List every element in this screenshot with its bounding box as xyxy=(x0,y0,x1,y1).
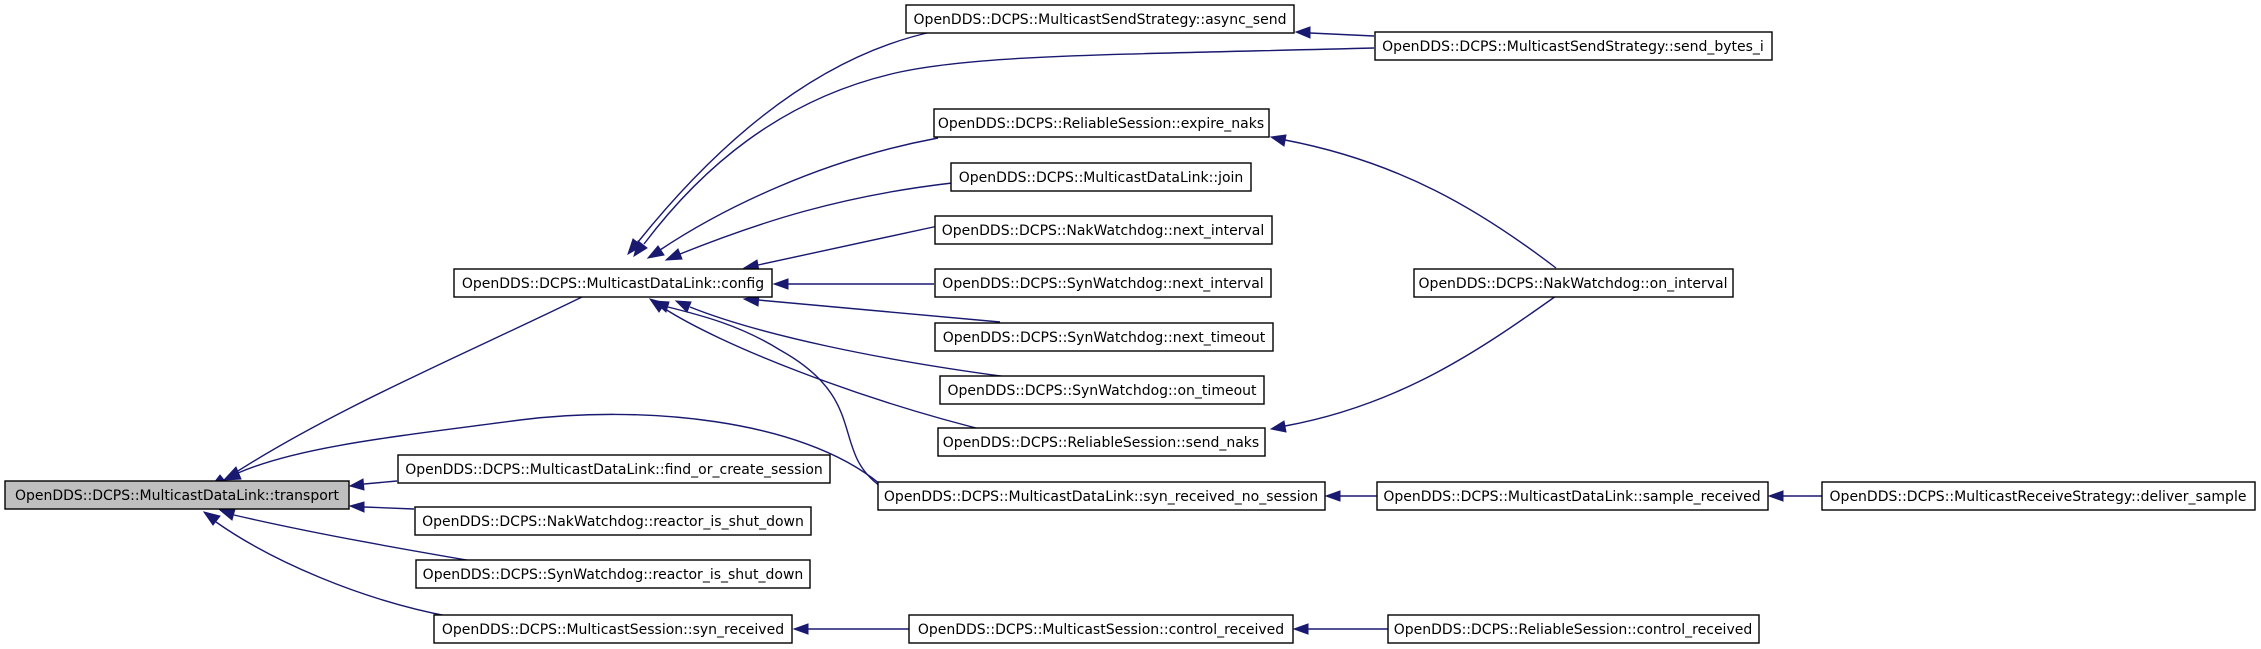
node-syn-next-interval[interactable]: OpenDDS::DCPS::SynWatchdog::next_interva… xyxy=(934,268,1272,298)
node-label: OpenDDS::DCPS::MulticastSendStrategy::as… xyxy=(914,12,1287,28)
edges xyxy=(202,26,1822,635)
edge-send-bytes-i-to-config xyxy=(633,47,1375,258)
node-ms-control-received[interactable]: OpenDDS::DCPS::MulticastSession::control… xyxy=(908,614,1294,644)
node-label: OpenDDS::DCPS::MulticastDataLink::join xyxy=(959,170,1244,186)
edge-syn-received-no-session-to-config xyxy=(652,300,881,487)
node-label: OpenDDS::DCPS::SynWatchdog::reactor_is_s… xyxy=(423,567,804,583)
edge-sample-received-to-syn-received-no-session xyxy=(1324,490,1377,502)
edge-nak-on-interval-to-send-naks xyxy=(1269,295,1557,433)
edge-ms-control-received-to-syn-received xyxy=(792,623,909,635)
edge-async-send-to-config xyxy=(627,30,937,256)
node-nak-next-interval[interactable]: OpenDDS::DCPS::NakWatchdog::next_interva… xyxy=(934,215,1273,245)
node-label: OpenDDS::DCPS::SynWatchdog::next_interva… xyxy=(942,276,1263,292)
node-label: OpenDDS::DCPS::MulticastDataLink::config xyxy=(462,276,764,292)
edge-syn-received-no-session-to-transport xyxy=(222,413,881,485)
node-nak-reactor-is-shut-down[interactable]: OpenDDS::DCPS::NakWatchdog::reactor_is_s… xyxy=(414,506,812,536)
edge-nak-next-interval-to-config xyxy=(742,225,939,272)
node-sample-received[interactable]: OpenDDS::DCPS::MulticastDataLink::sample… xyxy=(1376,481,1769,511)
node-transport[interactable]: OpenDDS::DCPS::MulticastDataLink::transp… xyxy=(4,480,350,510)
node-label: OpenDDS::DCPS::MulticastDataLink::find_o… xyxy=(405,462,823,478)
node-join[interactable]: OpenDDS::DCPS::MulticastDataLink::join xyxy=(950,162,1252,192)
node-label: OpenDDS::DCPS::NakWatchdog::on_interval xyxy=(1419,276,1728,292)
node-label: OpenDDS::DCPS::MulticastReceiveStrategy:… xyxy=(1830,489,2247,505)
edge-syn-next-interval-to-config xyxy=(772,278,934,290)
node-label: OpenDDS::DCPS::ReliableSession::expire_n… xyxy=(938,116,1264,132)
edge-find-or-create-session-to-transport xyxy=(348,478,398,491)
edge-syn-received-to-transport xyxy=(202,511,453,618)
node-label: OpenDDS::DCPS::MulticastDataLink::sample… xyxy=(1383,489,1760,505)
node-label: OpenDDS::DCPS::MulticastDataLink::transp… xyxy=(15,488,340,504)
edge-nak-reactor-to-transport xyxy=(348,501,415,513)
edge-syn-next-timeout-to-config xyxy=(742,294,1001,323)
node-syn-on-timeout[interactable]: OpenDDS::DCPS::SynWatchdog::on_timeout xyxy=(939,375,1265,405)
node-label: OpenDDS::DCPS::SynWatchdog::next_timeout xyxy=(943,330,1266,346)
node-config[interactable]: OpenDDS::DCPS::MulticastDataLink::config xyxy=(453,268,773,298)
nodes: OpenDDS::DCPS::MulticastDataLink::transp… xyxy=(4,4,2256,644)
node-label: OpenDDS::DCPS::MulticastDataLink::syn_re… xyxy=(884,489,1318,505)
edge-send-naks-to-config xyxy=(648,298,997,434)
node-syn-next-timeout[interactable]: OpenDDS::DCPS::SynWatchdog::next_timeout xyxy=(934,322,1274,352)
node-label: OpenDDS::DCPS::MulticastSendStrategy::se… xyxy=(1382,39,1764,55)
node-rs-control-received[interactable]: OpenDDS::DCPS::ReliableSession::control_… xyxy=(1387,614,1760,644)
node-label: OpenDDS::DCPS::NakWatchdog::next_interva… xyxy=(942,223,1265,239)
node-label: OpenDDS::DCPS::MulticastSession::syn_rec… xyxy=(442,622,784,638)
node-syn-received-no-session[interactable]: OpenDDS::DCPS::MulticastDataLink::syn_re… xyxy=(877,481,1326,511)
node-nak-on-interval[interactable]: OpenDDS::DCPS::NakWatchdog::on_interval xyxy=(1413,268,1734,298)
node-label: OpenDDS::DCPS::NakWatchdog::reactor_is_s… xyxy=(422,514,804,530)
edge-send-bytes-i-to-async-send xyxy=(1294,26,1375,39)
node-syn-received[interactable]: OpenDDS::DCPS::MulticastSession::syn_rec… xyxy=(433,614,793,644)
edge-deliver-sample-to-sample-received xyxy=(1767,490,1822,502)
edge-nak-on-interval-to-expire-naks xyxy=(1269,134,1557,269)
node-label: OpenDDS::DCPS::ReliableSession::control_… xyxy=(1394,622,1752,638)
edge-join-to-config xyxy=(664,182,953,261)
node-send-naks[interactable]: OpenDDS::DCPS::ReliableSession::send_nak… xyxy=(937,427,1266,457)
edge-expire-naks-to-config xyxy=(646,137,939,259)
node-label: OpenDDS::DCPS::ReliableSession::send_nak… xyxy=(943,435,1259,451)
node-send-bytes-i[interactable]: OpenDDS::DCPS::MulticastSendStrategy::se… xyxy=(1374,31,1773,61)
edge-rs-control-received-to-ms-control-received xyxy=(1292,623,1388,635)
node-find-or-create-session[interactable]: OpenDDS::DCPS::MulticastDataLink::find_o… xyxy=(397,454,831,484)
edge-syn-on-timeout-to-config xyxy=(674,300,1009,378)
node-label: OpenDDS::DCPS::MulticastSession::control… xyxy=(918,622,1284,638)
node-expire-naks[interactable]: OpenDDS::DCPS::ReliableSession::expire_n… xyxy=(933,108,1270,138)
node-syn-reactor-is-shut-down[interactable]: OpenDDS::DCPS::SynWatchdog::reactor_is_s… xyxy=(415,559,811,589)
node-deliver-sample[interactable]: OpenDDS::DCPS::MulticastReceiveStrategy:… xyxy=(1821,481,2256,511)
node-async-send[interactable]: OpenDDS::DCPS::MulticastSendStrategy::as… xyxy=(905,4,1295,34)
node-label: OpenDDS::DCPS::SynWatchdog::on_timeout xyxy=(948,383,1258,399)
